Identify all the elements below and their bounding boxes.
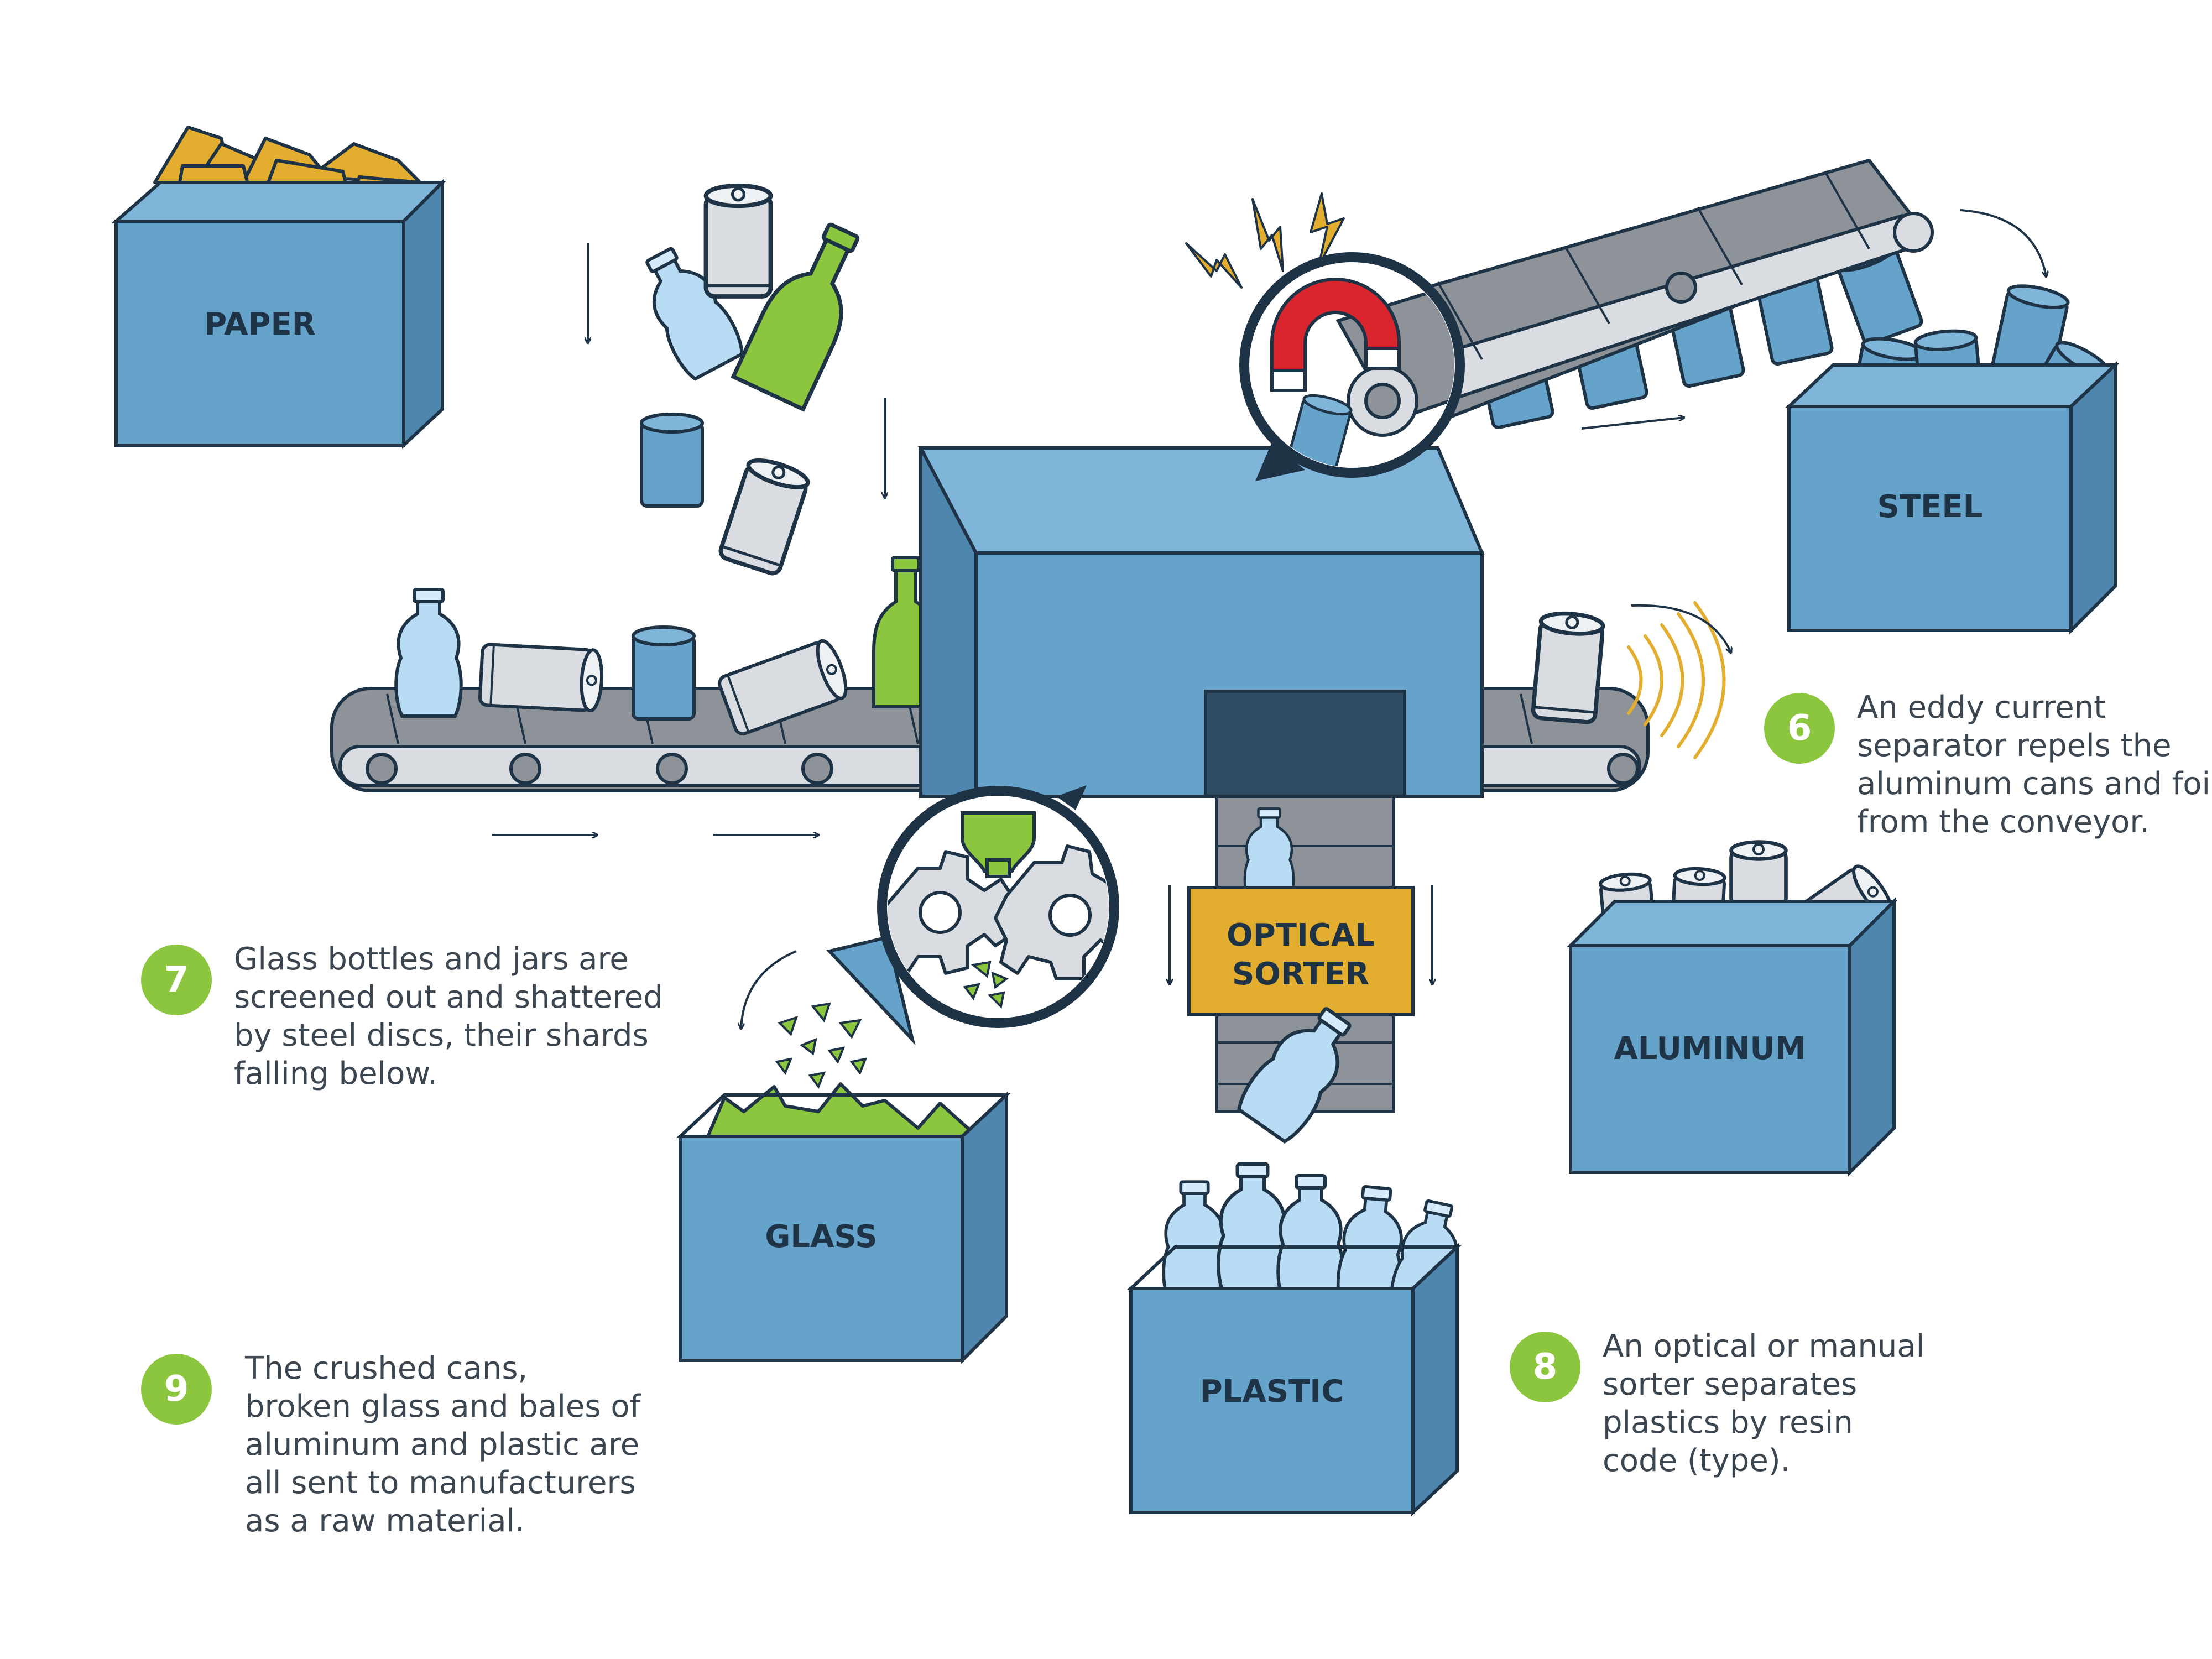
gear-icon: [888, 850, 1014, 975]
paper-bin: PAPER: [112, 126, 447, 449]
paper-bin-label: PAPER: [204, 306, 316, 342]
machine-housing: [918, 446, 1485, 798]
glass-bin-label: GLASS: [765, 1219, 877, 1255]
lightning-icon: [1185, 192, 1345, 289]
step-7-badge: 7: [141, 945, 212, 1015]
optical-sorter-chute: OPTICAL SORTER: [1170, 795, 1432, 1145]
step-8: 8 An optical or manual sorter separates …: [1510, 1327, 1924, 1480]
steel-bin-label: STEEL: [1877, 489, 1983, 525]
gear-icon: [994, 844, 1109, 980]
optical-sorter: [1187, 886, 1415, 1016]
plastic-bin: PLASTIC: [1126, 1164, 1468, 1516]
glass-crusher-callout: [826, 785, 1119, 1046]
magnet-callout: [1185, 192, 1465, 481]
optical-sorter-label-line1: OPTICAL: [1227, 917, 1375, 953]
falling-items: [588, 186, 885, 576]
step-9-badge: 9: [141, 1354, 212, 1425]
magnet-icon: [1270, 278, 1401, 392]
eddy-current-ejection: [1532, 601, 1731, 759]
step-7: 7 Glass bottles and jars are screened ou…: [141, 940, 663, 1093]
step-6-text: An eddy current separator repels the alu…: [1857, 690, 2212, 840]
plastic-bin-label: PLASTIC: [1200, 1374, 1344, 1410]
optical-sorter-label-line2: SORTER: [1232, 956, 1369, 992]
aluminum-bin-label: ALUMINUM: [1614, 1031, 1806, 1067]
steel-bin: STEEL: [1785, 282, 2120, 635]
step-9: 9 The crushed cans, broken glass and bal…: [141, 1349, 640, 1540]
step-8-text: An optical or manual sorter separates pl…: [1603, 1328, 1925, 1479]
step-9-text: The crushed cans, broken glass and bales…: [245, 1350, 641, 1539]
glass-bin: GLASS: [676, 950, 1011, 1365]
step-6: 6 An eddy current separator repels the a…: [1764, 688, 2212, 841]
glass-shards: [775, 1002, 868, 1089]
magnet-conveyor: [1348, 159, 2046, 439]
step-6-badge: 6: [1764, 693, 1835, 764]
aluminum-bin: ALUMINUM: [1566, 842, 1898, 1177]
step-8-badge: 8: [1510, 1332, 1580, 1402]
step-7-text: Glass bottles and jars are screened out …: [234, 941, 663, 1092]
